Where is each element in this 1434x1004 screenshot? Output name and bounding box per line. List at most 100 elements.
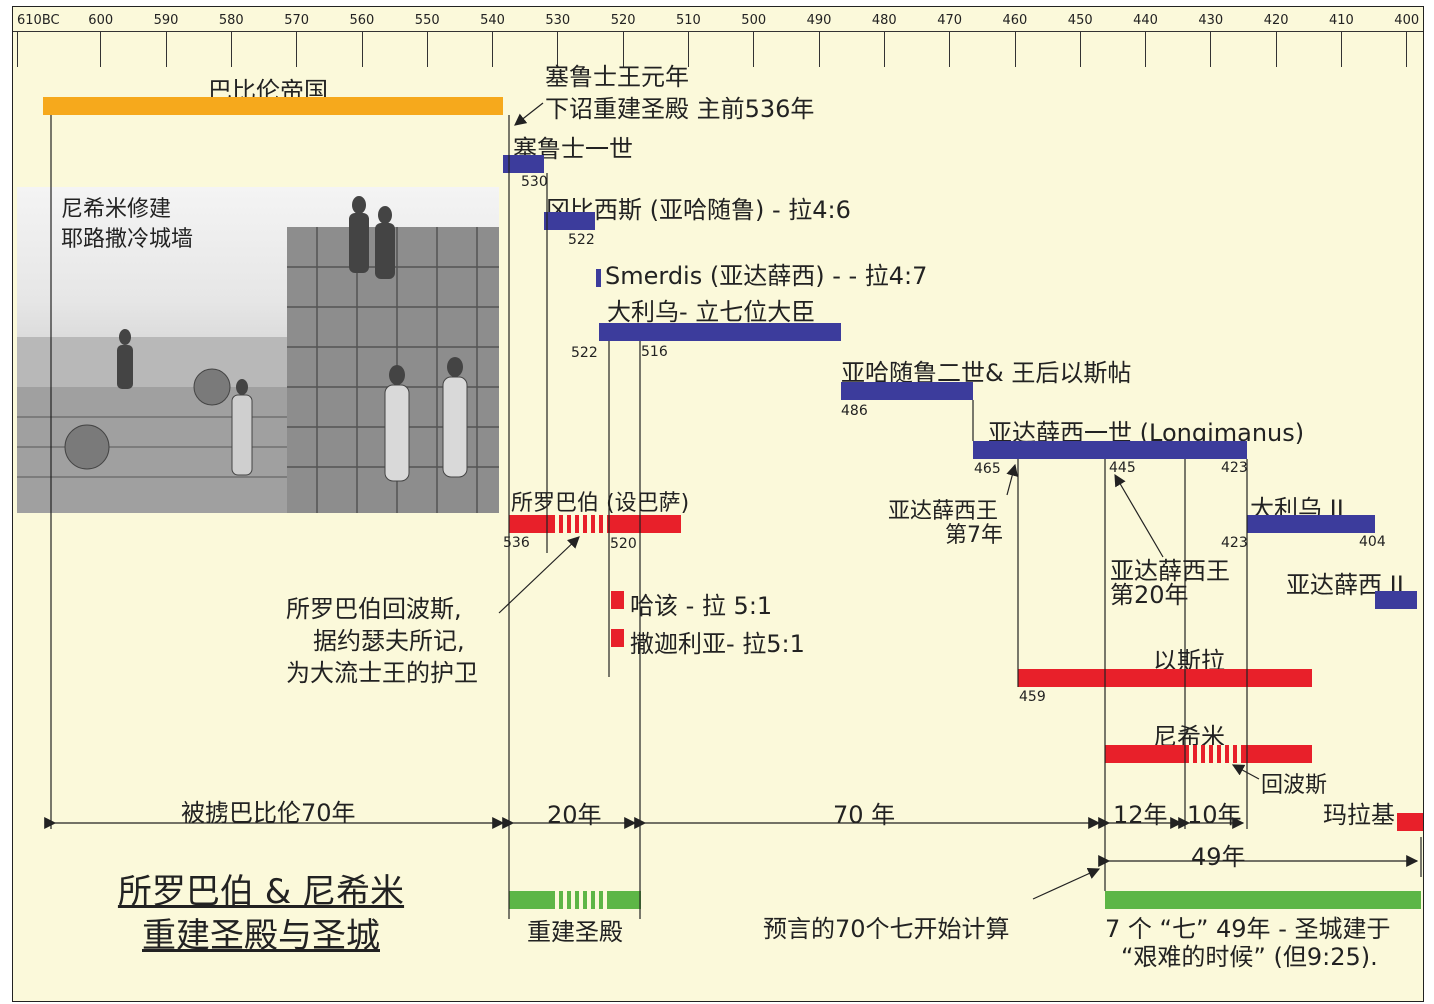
ruler-tick-label: 450 (1067, 13, 1093, 28)
nehemiah-bar-b (1243, 745, 1312, 763)
cyrus-decree-line1: 塞鲁士王元年 (545, 63, 689, 91)
ruler-tick-label: 600 (88, 13, 114, 28)
zerubbabel-start-year: 536 (503, 535, 530, 551)
return-persia-label: 回波斯 (1261, 773, 1328, 798)
zechariah-bar (611, 629, 624, 647)
ruler-tick (426, 31, 428, 67)
photo-caption-line2: 耶路撒冷城墙 (61, 227, 194, 252)
ruler-tick-label: 550 (414, 13, 440, 28)
ruler-tick (361, 31, 363, 67)
span-70-label: 70 年 (833, 801, 896, 829)
ruler-tick-label: 540 (480, 13, 505, 28)
ruler-tick-label: 490 (806, 13, 832, 28)
haggai-label: 哈该 - 拉 5:1 (630, 592, 773, 620)
photo-caption-line1: 尼希米修建 (61, 197, 172, 222)
ruler-tick (557, 31, 559, 67)
ezra-start-year: 459 (1019, 689, 1046, 705)
title-line1: 所罗巴伯 & 尼希米 (117, 872, 405, 912)
ruler-tick-label: 530 (545, 13, 571, 28)
ruler-tick-label: 500 (741, 13, 767, 28)
ruler-tick (1145, 31, 1147, 67)
ezra-bar (1018, 669, 1312, 687)
ruler-tick (883, 31, 885, 67)
ruler-tick-label: 410 (1329, 13, 1354, 28)
ruler-tick-label: 480 (871, 13, 897, 28)
ruler-tick-label: 460 (1002, 13, 1028, 28)
ruler-tick (1275, 31, 1277, 67)
ruler-tick-label: 430 (1198, 13, 1224, 28)
zerub-return-line3: 为大流士王的护卫 (286, 659, 478, 687)
ruler-tick (1406, 31, 1408, 67)
ruler-tick-label: 590 (153, 13, 179, 28)
cyrus-bar (503, 155, 544, 173)
ruler-tick-label: 610BC (17, 13, 60, 28)
ruler-tick (818, 31, 820, 67)
temple-rebuild-label: 重建圣殿 (527, 918, 623, 946)
ruler-tick-label: 440 (1133, 13, 1158, 28)
ruler-tick-label: 570 (284, 13, 310, 28)
ruler-tick (100, 31, 102, 67)
ruler-tick (230, 31, 232, 67)
malachi-bar (1397, 813, 1423, 831)
span-10-label: 10年 (1187, 801, 1242, 829)
ruler-tick (17, 31, 18, 67)
ruler-tick-label: 520 (610, 13, 636, 28)
ruler-tick (1079, 31, 1081, 67)
span-12-label: 12年 (1113, 801, 1168, 829)
cambyses-label: 冈比西斯 (亚哈随鲁) - 拉4:6 (546, 196, 851, 224)
zerubbabel-bar-persia (551, 515, 609, 533)
ruler-tick (1210, 31, 1212, 67)
ruler-tick (753, 31, 755, 67)
ruler-tick-label: 400 (1394, 13, 1420, 28)
span-20-label: 20年 (547, 801, 602, 829)
temple-bar-a (509, 891, 551, 909)
temple-bar-b (607, 891, 641, 909)
seven-sevens-line1: 7 个 “七” 49年 - 圣城建于 (1105, 915, 1391, 943)
cambyses-bar (544, 212, 595, 230)
darius-516-year: 516 (641, 344, 668, 360)
nehemiah-bar-persia (1185, 745, 1243, 763)
zerubbabel-bar-a (509, 515, 551, 533)
darius-bar (599, 323, 841, 341)
ruler-tick (1014, 31, 1016, 67)
smerdis-label: Smerdis (亚达薛西) - - 拉4:7 (605, 262, 928, 290)
malachi-label: 玛拉基 (1323, 801, 1395, 829)
span-49-label: 49年 (1191, 843, 1246, 871)
artaxerxes-445-year: 445 (1109, 460, 1136, 476)
seven-sevens-bar (1105, 891, 1421, 909)
darius2-bar (1247, 515, 1375, 533)
ruler-tick (165, 31, 167, 67)
ruler-tick (622, 31, 624, 67)
artax-20th-line1: 亚达薛西王 (1110, 557, 1230, 585)
zerubbabel-label: 所罗巴伯 (设巴萨) (511, 491, 690, 516)
smerdis-bar (596, 269, 601, 287)
zerubbabel-bar-b (609, 515, 681, 533)
darius-label: 大利乌- 立七位大臣 (607, 298, 816, 326)
ruler-tick-label: 470 (937, 13, 963, 28)
ruler-baseline (13, 31, 1423, 32)
ruler-tick (296, 31, 298, 67)
artax-7th-line2: 第7年 (945, 523, 1003, 548)
artax-7th-line1: 亚达薛西王 (888, 499, 999, 524)
artaxerxes-bar (973, 441, 1247, 459)
ruler-tick (1341, 31, 1342, 67)
artaxerxes-start-year: 465 (974, 461, 1001, 477)
zerubbabel-520-year: 520 (610, 536, 637, 552)
darius2-end-year: 404 (1359, 534, 1386, 550)
seven-sevens-line2: “艰难的时候” (但9:25). (1121, 943, 1378, 971)
ruler-tick (492, 31, 494, 67)
title-line2: 重建圣殿与圣城 (142, 916, 380, 956)
cambyses-end-year: 522 (568, 232, 595, 248)
ruler-tick (688, 31, 689, 67)
haggai-bar (611, 591, 624, 609)
zechariah-label: 撒迦利亚- 拉5:1 (630, 630, 805, 658)
nehemiah-bar-a (1105, 745, 1185, 763)
ruler-tick-label: 560 (349, 13, 375, 28)
seventy-sevens-label: 预言的70个七开始计算 (763, 915, 1010, 943)
darius2-start-year: 423 (1221, 535, 1248, 551)
zerub-return-line1: 所罗巴伯回波斯, (286, 595, 462, 623)
artax-20th-line2: 第20年 (1110, 581, 1189, 609)
ruler-tick-label: 580 (218, 13, 244, 28)
